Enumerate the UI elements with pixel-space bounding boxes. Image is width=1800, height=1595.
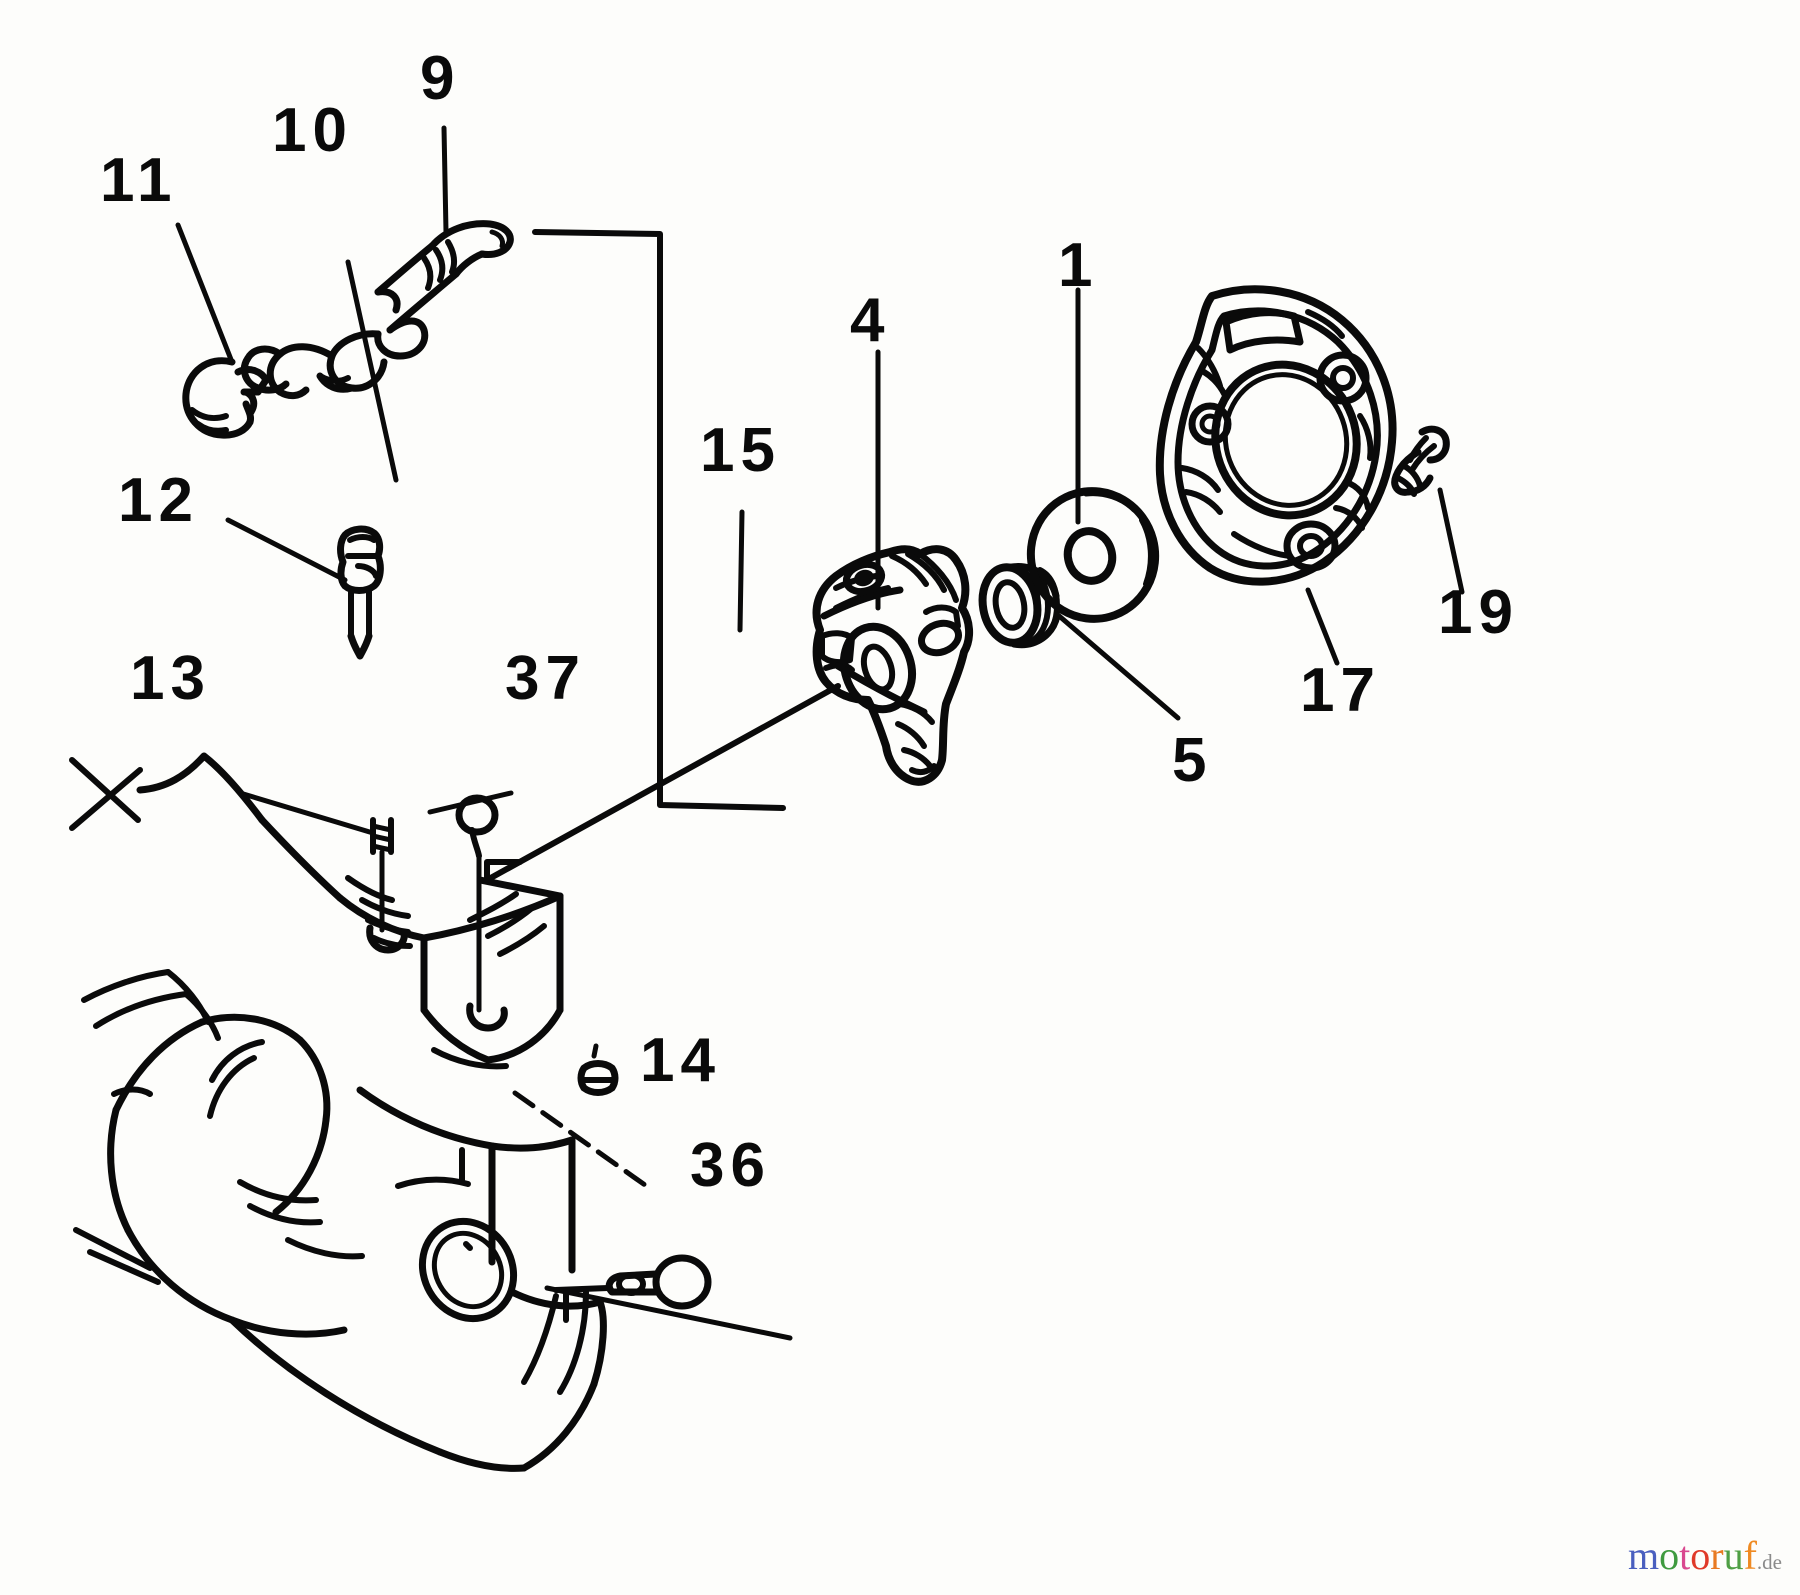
callout-label-9: 9 xyxy=(420,44,461,113)
callout-label-12: 12 xyxy=(118,466,199,535)
leader-line-12 xyxy=(225,517,348,583)
leader-line-15-diagonal xyxy=(484,683,841,883)
callout-label-13: 13 xyxy=(130,644,211,713)
leader-line-19 xyxy=(1437,487,1465,595)
callout-label-19: 19 xyxy=(1438,578,1519,647)
leader-line-5 xyxy=(1055,612,1181,721)
part-screw-14 xyxy=(577,1043,619,1096)
part-tapping-screw-19 xyxy=(1391,425,1450,497)
wm-letter-u: u xyxy=(1723,1533,1744,1578)
leader-line-15-hook xyxy=(484,859,523,883)
callout-label-17: 17 xyxy=(1300,656,1381,725)
callout-label-10: 10 xyxy=(272,96,353,165)
part-mounting-screw-13 xyxy=(370,817,394,933)
leader-line-14 xyxy=(512,1090,648,1188)
part-oil-pump-body xyxy=(812,545,973,786)
leader-line-9 xyxy=(441,125,449,235)
part-worm-gear xyxy=(978,563,1061,649)
callout-label-14: 14 xyxy=(640,1026,721,1095)
wm-letter-o2: o xyxy=(1690,1533,1711,1578)
part-oil-nipple-36 xyxy=(553,1254,712,1310)
wm-letter-m: m xyxy=(1628,1533,1660,1578)
part-clutch-cover-housing xyxy=(1155,285,1397,586)
part-pin-37 xyxy=(455,794,499,1013)
wm-letter-f: f xyxy=(1743,1533,1757,1578)
callout-label-1: 1 xyxy=(1058,231,1099,300)
leader-line-15 xyxy=(737,509,745,633)
part-oil-hose-with-filter xyxy=(240,220,514,400)
callout-label-5: 5 xyxy=(1172,726,1213,795)
callout-label-15: 15 xyxy=(700,416,781,485)
wm-letter-t: t xyxy=(1679,1533,1691,1578)
leader-line-11 xyxy=(175,222,235,365)
part-adjuster-screw xyxy=(337,525,384,660)
wm-letter-r: r xyxy=(1710,1533,1724,1578)
part-washer xyxy=(1026,487,1160,623)
callout-label-37: 37 xyxy=(505,644,586,713)
callout-label-4: 4 xyxy=(850,286,891,355)
wm-suffix: .de xyxy=(1756,1550,1782,1574)
motoruf-watermark: motoruf.de xyxy=(1628,1536,1782,1576)
part-oil-tank-cap xyxy=(182,357,270,439)
callout-label-36: 36 xyxy=(690,1131,771,1200)
leader-line-10 xyxy=(345,259,399,483)
wm-letter-o1: o xyxy=(1659,1533,1680,1578)
part-engine-crankcase xyxy=(69,752,607,1472)
leader-bracket-15 xyxy=(532,229,786,811)
callout-label-11: 11 xyxy=(100,146,178,215)
leader-line-13 xyxy=(237,790,376,836)
leader-line-17 xyxy=(1305,587,1340,666)
